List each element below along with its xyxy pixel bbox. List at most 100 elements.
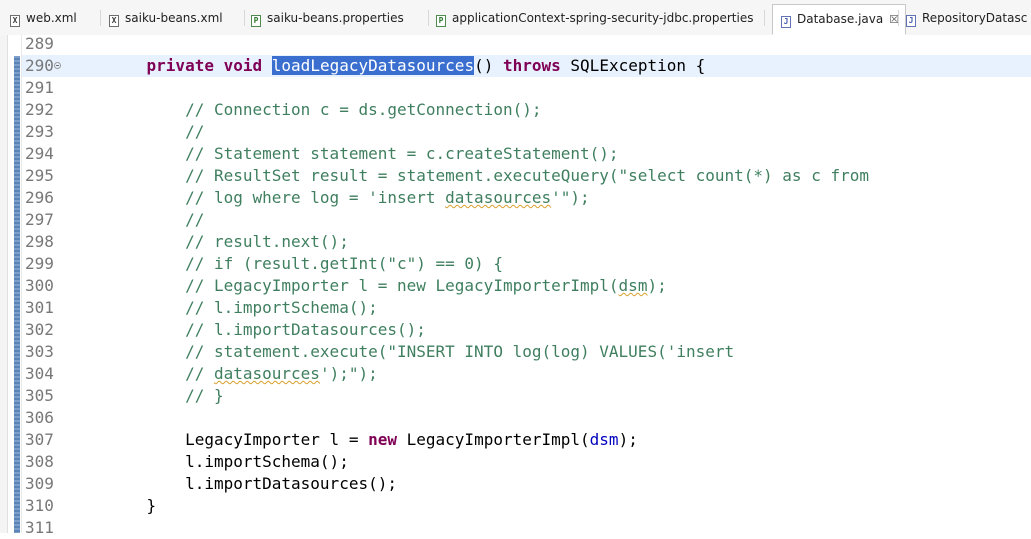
code-token: void [223,56,263,75]
line-number: 309 [25,474,54,493]
line-number: 304 [25,364,54,383]
code-editor[interactable]: 289 290 private void loadLegacyDatasource… [0,33,1031,537]
code-text: // [108,209,204,231]
code-token: // } [185,386,224,405]
close-tab-icon[interactable]: ☒ [889,13,900,26]
line-number: 305 [25,386,54,405]
code-text: LegacyImporter l = new LegacyImporterImp… [108,429,638,451]
code-token: // if (result.getInt("c") == 0) { [185,254,503,273]
code-token [108,232,185,251]
tab-label: web.xml [26,11,77,25]
line-number: 310 [25,496,54,515]
code-line[interactable]: 297 // [0,209,1031,231]
code-token [108,342,185,361]
tab-separator [100,10,101,26]
line-number: 311 [25,518,54,537]
code-text: // } [108,385,224,407]
code-token: LegacyImporter l = [108,430,369,449]
code-line[interactable]: 306 [0,407,1031,429]
code-text: } [108,495,157,517]
code-line[interactable]: 308 l.importSchema(); [0,451,1031,473]
tab-database-java[interactable]: J Database.java ☒ [772,4,906,35]
code-token: // [185,122,205,141]
code-line[interactable]: 310 } [0,495,1031,517]
code-line[interactable]: 296 // log where log = 'insert datasourc… [0,187,1031,209]
tab-label: RepositoryDatasc [922,11,1028,25]
code-token: throws [502,56,561,75]
code-line[interactable]: 302 // l.importDatasources(); [0,319,1031,341]
code-token [108,188,185,207]
code-line[interactable]: 300 // LegacyImporter l = new LegacyImpo… [0,275,1031,297]
code-token: ); [647,276,667,295]
code-token: // log where log = 'insert [185,188,446,207]
code-token: } [108,496,157,515]
selected-text: loadLegacyDatasources [271,56,475,75]
code-line[interactable]: 298 // result.next(); [0,231,1031,253]
line-number: 293 [25,122,54,141]
code-token: '"); [551,188,590,207]
code-token: LegacyImporterImpl( [397,430,590,449]
java-file-icon: J [781,16,791,28]
code-token: // l.importDatasources(); [185,320,426,339]
line-number: 289 [25,34,54,53]
tab-separator [898,10,899,26]
code-token [108,166,185,185]
code-token: ');"); [319,364,378,383]
line-number: 303 [25,342,54,361]
code-line[interactable]: 305 // } [0,385,1031,407]
code-line[interactable]: 301 // l.importSchema(); [0,297,1031,319]
code-text: // [108,121,204,143]
tab-label: Database.java [797,12,884,26]
code-token [108,298,185,317]
code-token: ); [618,430,638,449]
code-text: // statement.execute("INSERT INTO log(lo… [108,341,734,363]
code-line[interactable]: 309 l.importDatasources(); [0,473,1031,495]
code-token [108,386,185,405]
fold-collapse-icon[interactable] [54,62,61,69]
code-text: // log where log = 'insert datasources'"… [108,187,590,209]
code-text: // Connection c = ds.getConnection(); [108,99,541,121]
code-token [108,254,185,273]
code-line[interactable]: 294 // Statement statement = c.createSta… [0,143,1031,165]
code-line[interactable]: 304 // datasources');"); [0,363,1031,385]
line-number: 307 [25,430,54,449]
code-token: dsm [589,430,619,449]
code-line[interactable]: 290 private void loadLegacyDatasources()… [0,55,1031,77]
code-token [108,100,185,119]
tab-separator [244,10,245,26]
code-line[interactable]: 311 [0,517,1031,539]
code-token: l.importSchema(); [108,452,349,471]
code-line[interactable]: 303 // statement.execute("INSERT INTO lo… [0,341,1031,363]
code-line[interactable]: 291 [0,77,1031,99]
line-number: 298 [25,232,54,251]
line-number: 292 [25,100,54,119]
code-line[interactable]: 292 // Connection c = ds.getConnection()… [0,99,1031,121]
code-line[interactable]: 289 [0,33,1031,55]
line-number: 290 [25,56,54,75]
code-line[interactable]: 307 LegacyImporter l = new LegacyImporte… [0,429,1031,451]
code-line[interactable]: 299 // if (result.getInt("c") == 0) { [0,253,1031,275]
line-number: 296 [25,188,54,207]
code-token: datasources [445,188,552,207]
xml-file-icon: X [109,15,119,27]
code-text: // Statement statement = c.createStateme… [108,143,619,165]
code-token: dsm [618,276,648,295]
code-text: // LegacyImporter l = new LegacyImporter… [108,275,667,297]
code-token: private [146,56,214,75]
code-token: SQLException { [560,56,706,75]
code-token: // Statement statement = c.createStateme… [185,144,619,163]
code-token: // statement.execute("INSERT INTO log(lo… [185,342,735,361]
code-token [108,364,185,383]
code-line[interactable]: 293 // [0,121,1031,143]
line-number: 294 [25,144,54,163]
tab-separator [428,10,429,26]
line-number: 297 [25,210,54,229]
code-line[interactable]: 295 // ResultSet result = statement.exec… [0,165,1031,187]
code-text: // if (result.getInt("c") == 0) { [108,253,503,275]
